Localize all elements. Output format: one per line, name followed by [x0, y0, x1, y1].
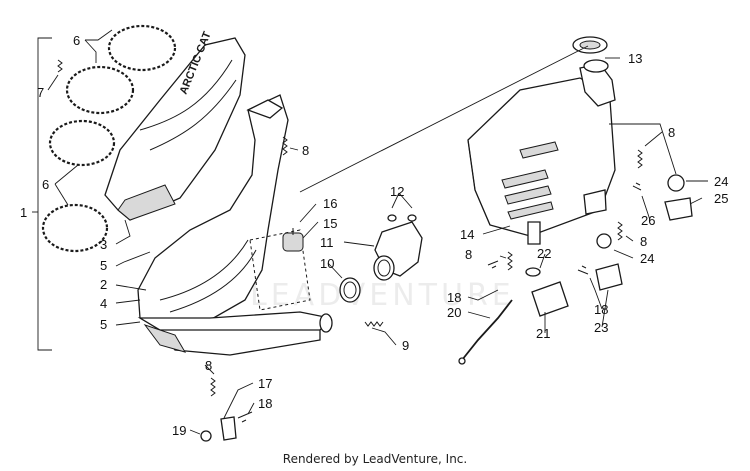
- callout-25: 25: [714, 191, 728, 206]
- washer-nut: [387, 214, 417, 222]
- callout-8d: 8: [668, 125, 675, 140]
- clamp-ring: [41, 203, 109, 253]
- callout-4: 4: [100, 296, 107, 311]
- callout-20: 20: [447, 305, 461, 320]
- bolt: [487, 260, 499, 269]
- mount-bracket: [595, 263, 623, 291]
- callout-18c: 18: [594, 302, 608, 317]
- heat-shield: [249, 229, 311, 311]
- expansion-chamber: [137, 94, 333, 356]
- mount-bracket: [664, 197, 693, 221]
- callout-8c: 8: [465, 247, 472, 262]
- callout-7: 7: [37, 85, 44, 100]
- clamp-ring: [65, 65, 135, 115]
- callout-21: 21: [536, 326, 550, 341]
- mount-plate: [220, 416, 237, 441]
- callout-8e: 8: [640, 234, 647, 249]
- resonator-box: [467, 77, 616, 245]
- rubber-mount: [667, 174, 685, 192]
- callout-14: 14: [460, 227, 474, 242]
- callout-17: 17: [258, 376, 272, 391]
- spring: [507, 251, 513, 271]
- assembly-bracket: [32, 37, 52, 351]
- callout-15: 15: [323, 216, 337, 231]
- spring: [617, 221, 623, 241]
- callout-2: 2: [100, 277, 107, 292]
- bolt: [577, 265, 589, 275]
- callout-19: 19: [172, 423, 186, 438]
- callout-22: 22: [537, 246, 551, 261]
- callout-12: 12: [390, 184, 404, 199]
- clamp-ring: [48, 119, 116, 167]
- callout-18a: 18: [258, 396, 272, 411]
- callout-13: 13: [628, 51, 642, 66]
- callout-24b: 24: [640, 251, 654, 266]
- callout-24a: 24: [714, 174, 728, 189]
- callout-26: 26: [641, 213, 655, 228]
- washer: [525, 267, 541, 277]
- leader-lines: [47, 29, 708, 435]
- callout-8a: 8: [302, 143, 309, 158]
- hex-nut: [200, 430, 212, 442]
- callout-8b: 8: [205, 358, 212, 373]
- watermark-text: LEADVENTURE: [250, 278, 515, 313]
- callout-5b: 5: [100, 317, 107, 332]
- callout-3: 3: [100, 237, 107, 252]
- spring: [210, 377, 216, 397]
- ground-wire: [458, 299, 513, 365]
- spring: [637, 149, 643, 169]
- rubber-mount: [596, 233, 612, 249]
- callout-labels: 1 2 3 4 5 5 6 6 7 8 8 8 8 8 9 10 11 12 1…: [20, 33, 728, 438]
- exhaust-manifold: [373, 221, 423, 281]
- callout-23: 23: [594, 320, 608, 335]
- callout-18b: 18: [447, 290, 461, 305]
- clamp-ring: [107, 24, 177, 72]
- callout-6a: 6: [73, 33, 80, 48]
- callout-6b: 6: [42, 177, 49, 192]
- muffler: ARCTIC CAT: [104, 30, 246, 221]
- footer-credit: Rendered by LeadVenture, Inc.: [282, 452, 468, 466]
- callout-16: 16: [323, 196, 337, 211]
- bolt: [237, 411, 253, 423]
- mount-bracket: [531, 281, 569, 317]
- spring: [282, 136, 288, 156]
- grommet: [282, 228, 304, 252]
- callout-10: 10: [320, 256, 334, 271]
- callout-9: 9: [402, 338, 409, 353]
- spring: [364, 321, 384, 327]
- gasket-ring: [339, 277, 361, 303]
- bolt: [632, 182, 642, 191]
- callout-11: 11: [320, 235, 334, 250]
- spring: [57, 59, 63, 73]
- callout-1: 1: [20, 205, 27, 220]
- callout-5a: 5: [100, 258, 107, 273]
